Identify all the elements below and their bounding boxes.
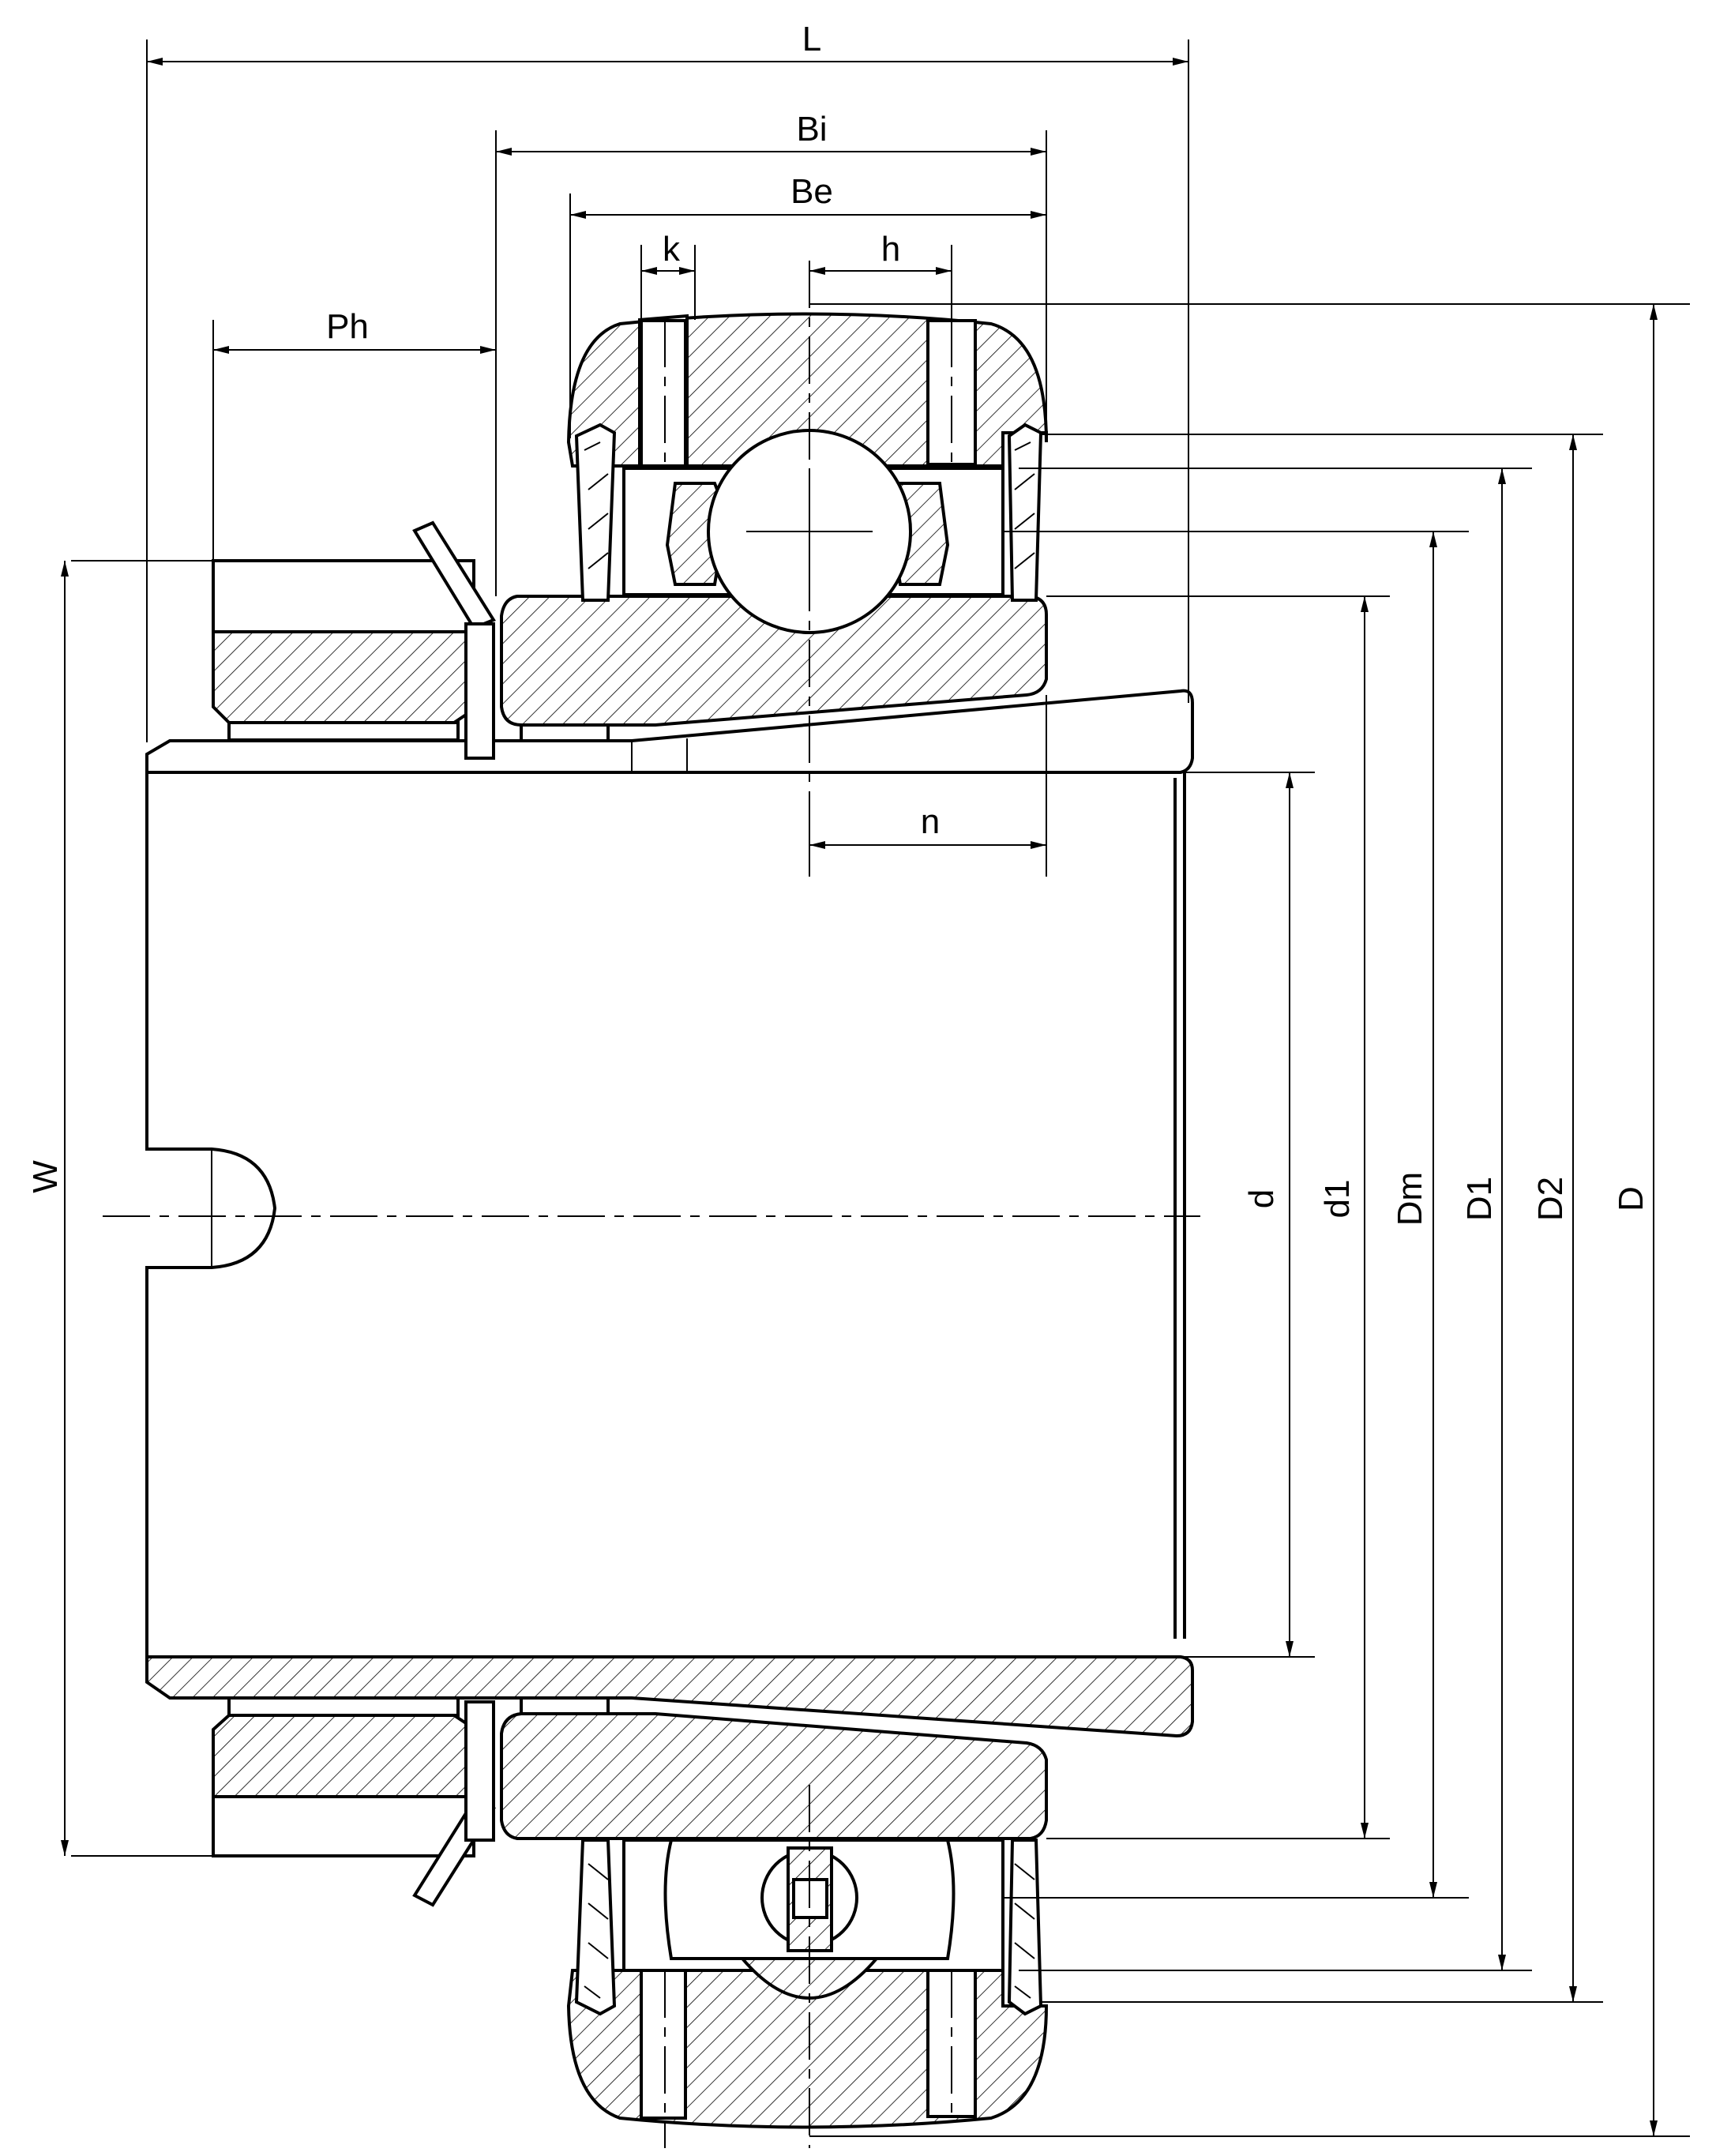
extension-lines — [71, 39, 1690, 2137]
label-d: d — [1242, 1189, 1281, 1208]
label-D: D — [1612, 1186, 1650, 1211]
label-D2: D2 — [1531, 1177, 1570, 1221]
label-Ph: Ph — [326, 307, 369, 346]
seal-right-upper — [1007, 423, 1043, 602]
inner-ring-lower — [500, 1712, 1048, 1840]
label-D1: D1 — [1460, 1177, 1499, 1221]
label-W: W — [26, 1160, 65, 1193]
outer-ring-upper — [566, 312, 1048, 468]
label-d1: d1 — [1318, 1180, 1357, 1219]
lock-nut-lower — [212, 1696, 475, 1857]
inner-ring-upper — [500, 595, 1048, 727]
outer-ring-lower — [566, 1969, 1049, 2129]
label-Be: Be — [790, 172, 833, 211]
label-n: n — [921, 802, 940, 841]
seal-left-upper — [574, 423, 617, 602]
label-k: k — [663, 230, 681, 269]
label-h: h — [881, 230, 900, 269]
seal-left-lower — [574, 1839, 617, 2016]
label-Dm: Dm — [1391, 1172, 1429, 1226]
label-Bi: Bi — [796, 110, 827, 148]
centerlines — [103, 261, 1200, 2148]
seal-right-lower — [1007, 1839, 1043, 2016]
ball-upper — [622, 429, 1004, 634]
dimension-labels: L Bi Be k h Ph n W d d1 Dm D1 D2 D — [26, 20, 1650, 1226]
dimension-lines — [61, 58, 1658, 2136]
sleeve-body — [145, 689, 1194, 1738]
label-L: L — [802, 20, 821, 58]
lock-nut-upper — [212, 559, 475, 742]
